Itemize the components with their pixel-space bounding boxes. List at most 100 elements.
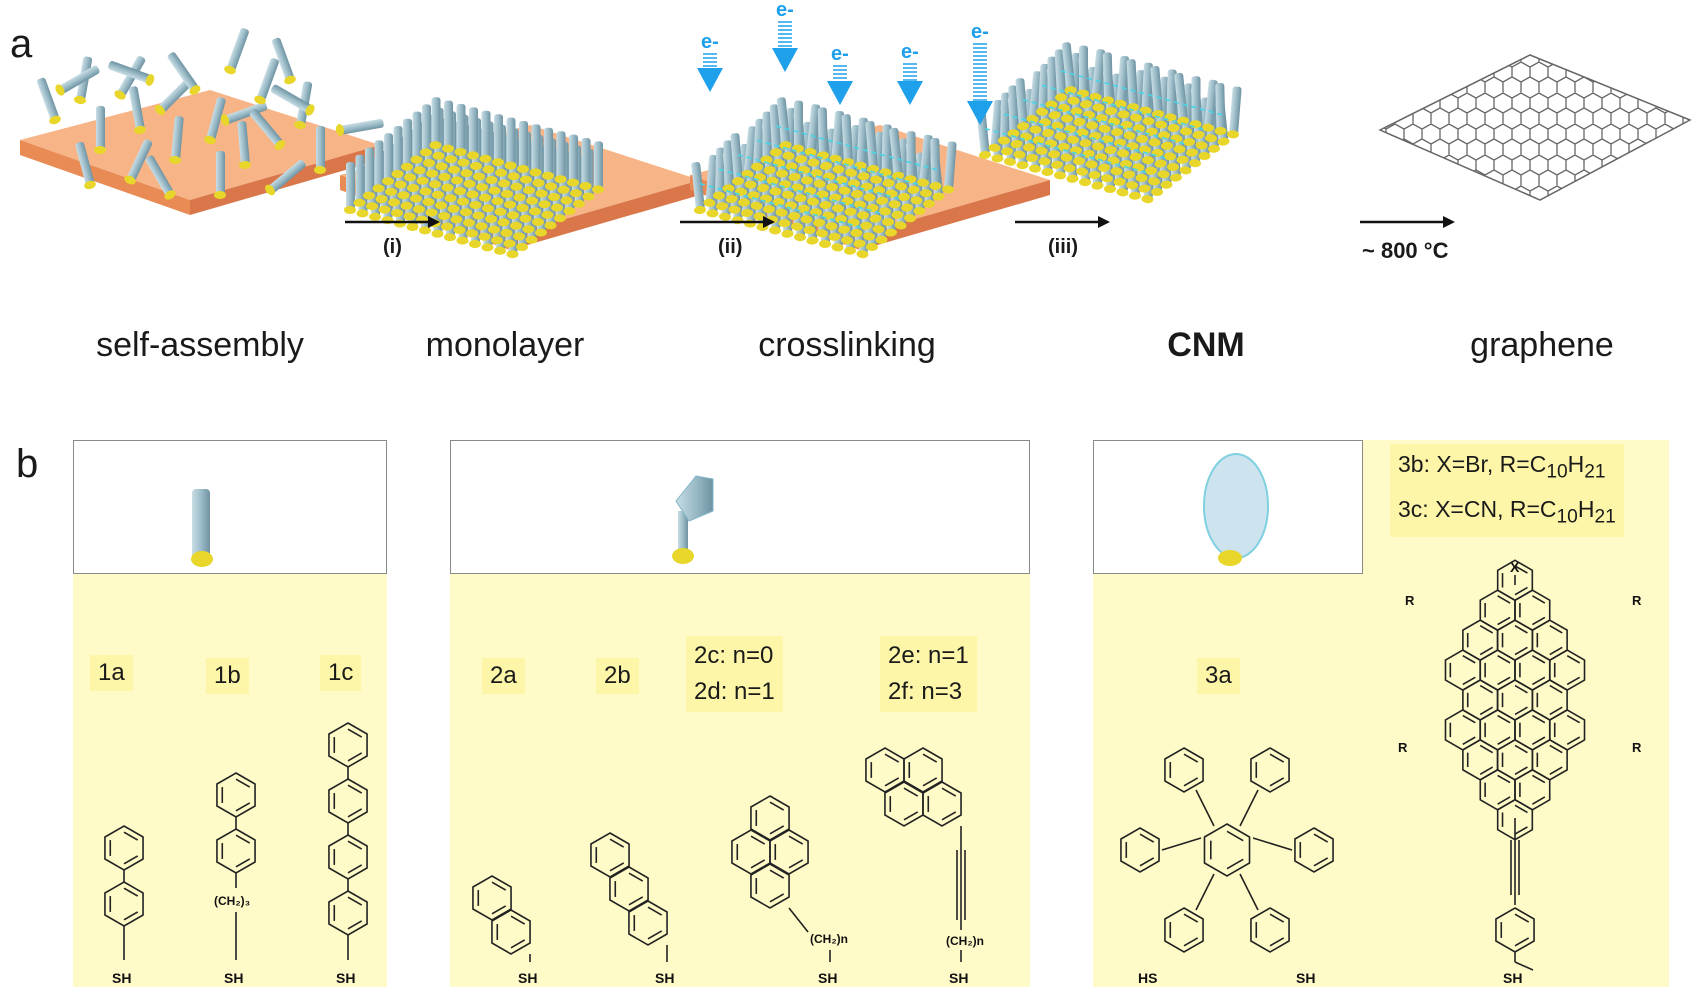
molecule-pillar bbox=[270, 84, 315, 116]
molecule-pillar bbox=[344, 162, 356, 214]
bond bbox=[1239, 873, 1259, 911]
bond bbox=[1514, 961, 1534, 971]
electron-beam: e- bbox=[827, 43, 853, 105]
molecule-pillar bbox=[410, 111, 423, 164]
crosslink-line bbox=[1003, 113, 1167, 160]
group2-molecule-icon bbox=[672, 475, 714, 564]
hbc-ring bbox=[1514, 649, 1551, 691]
cnm-layer bbox=[976, 42, 1242, 204]
benzene-ring bbox=[1120, 827, 1160, 873]
molecule-pillar bbox=[272, 37, 296, 85]
hbc-ring bbox=[1531, 679, 1568, 721]
molecule-pillar bbox=[55, 65, 100, 96]
molecule-pillar bbox=[1015, 78, 1029, 131]
graphene-sheet bbox=[1378, 54, 1692, 201]
molecule-pillar bbox=[154, 77, 194, 116]
electron-label: e- bbox=[701, 31, 719, 53]
molecule-pillar bbox=[249, 109, 286, 150]
label-2b: 2b bbox=[596, 658, 639, 694]
electron-beam: e- bbox=[967, 21, 993, 125]
molecule-pillar bbox=[382, 133, 394, 186]
molecule-pillar bbox=[579, 138, 592, 190]
benzene-ring bbox=[1164, 747, 1204, 793]
molecule-pillar bbox=[804, 104, 821, 157]
molecule-pillar bbox=[929, 137, 942, 191]
molecule-pillar bbox=[145, 155, 176, 200]
molecule-pillar bbox=[401, 118, 413, 171]
x-atom-label: X bbox=[1510, 559, 1520, 575]
group3-molecule-box bbox=[1093, 440, 1363, 574]
spacer-1b: (CH₂)₃ bbox=[214, 894, 250, 908]
disordered-molecules bbox=[37, 28, 384, 200]
molecule-pillar bbox=[769, 104, 782, 157]
electron-beam: e- bbox=[897, 41, 923, 105]
benzene-ring bbox=[750, 795, 790, 841]
molecule-pillar bbox=[254, 58, 279, 105]
thiol-3b: SH bbox=[1503, 970, 1522, 986]
molecule-pillar bbox=[942, 141, 957, 194]
group1-molecule-icon bbox=[191, 489, 213, 567]
stage-label-crosslinking: crosslinking bbox=[758, 326, 936, 364]
label-2e: 2e: n=1 bbox=[888, 642, 969, 669]
molecule-pillar bbox=[517, 121, 529, 173]
label-1a: 1a bbox=[90, 655, 133, 691]
molecule-pillar bbox=[224, 28, 249, 75]
crosslink-line bbox=[1022, 99, 1186, 145]
label-2c-2d: 2c: n=0 2d: n=1 bbox=[686, 636, 783, 712]
molecule-pillar bbox=[220, 102, 268, 126]
molecule-pillar bbox=[314, 126, 326, 174]
thiol-1b: SH bbox=[224, 970, 243, 986]
molecule-pillar bbox=[363, 147, 375, 200]
benzene-ring bbox=[1164, 907, 1204, 953]
molecule-pillar bbox=[335, 118, 384, 136]
crosslink-line bbox=[718, 168, 882, 215]
label-3a: 3a bbox=[1197, 658, 1240, 694]
label-3c: 3c: X=CN, R=C10H21 bbox=[1398, 495, 1616, 528]
benzene-ring bbox=[750, 863, 790, 909]
molecule-pillar bbox=[567, 134, 579, 187]
crosslink-line bbox=[699, 182, 863, 229]
molecule-pillar bbox=[592, 141, 604, 194]
electron-label: e- bbox=[831, 43, 849, 65]
hbc-ring bbox=[1479, 768, 1516, 811]
hbc-ring bbox=[1444, 649, 1481, 691]
stage-label-cnm: CNM bbox=[1167, 326, 1245, 364]
benzene-ring bbox=[216, 772, 256, 818]
benzene-ring bbox=[328, 834, 368, 880]
benzene-ring bbox=[922, 781, 962, 827]
ordered-monolayer bbox=[344, 97, 604, 259]
molecule-pillar bbox=[741, 126, 758, 179]
molecule-pillar bbox=[75, 141, 96, 190]
molecule-pillar bbox=[1061, 42, 1077, 95]
benzene-ring bbox=[1250, 747, 1290, 793]
label-2c: 2c: n=0 bbox=[694, 642, 774, 669]
molecule-pillar bbox=[214, 151, 226, 199]
molecule-pillar bbox=[776, 97, 792, 150]
hbc-ring bbox=[1462, 619, 1499, 662]
molecule-pillar bbox=[730, 133, 744, 186]
molecule-pillar bbox=[889, 127, 904, 180]
r-group-bottom-right: R bbox=[1632, 740, 1642, 755]
hbc-ring bbox=[1514, 768, 1551, 811]
thiol-3a-right: SH bbox=[1296, 970, 1315, 986]
bond bbox=[1195, 873, 1215, 911]
hbc-ring bbox=[1549, 709, 1586, 751]
molecule-pillar bbox=[420, 104, 432, 157]
molecule-pillar bbox=[1174, 72, 1189, 125]
hbc-ring bbox=[1531, 619, 1568, 662]
molecule-pillar bbox=[1089, 49, 1106, 102]
molecule-pillar bbox=[167, 52, 201, 95]
stage-label-graphene: graphene bbox=[1470, 326, 1614, 364]
benzene-ring bbox=[328, 778, 368, 824]
molecule-pillar bbox=[1036, 63, 1050, 116]
stage-label-self-assembly: self-assembly bbox=[96, 326, 304, 364]
label-1c: 1c bbox=[320, 655, 362, 691]
panel-b-letter: b bbox=[16, 442, 39, 486]
arrow-heating bbox=[1360, 216, 1455, 228]
bond bbox=[1252, 837, 1293, 851]
thiol-3a-left: HS bbox=[1138, 970, 1157, 986]
bond bbox=[1195, 789, 1215, 827]
molecule-pillar bbox=[998, 92, 1011, 145]
hbc-ring bbox=[1496, 619, 1534, 662]
hbc-ring bbox=[1549, 649, 1586, 691]
